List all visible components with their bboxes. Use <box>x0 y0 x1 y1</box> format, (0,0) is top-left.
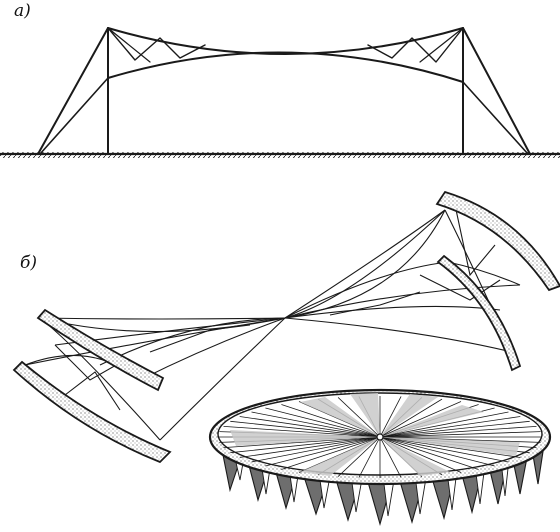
radial-cable <box>230 436 381 454</box>
radial-cable <box>379 416 521 438</box>
radial-cable <box>251 436 381 463</box>
outer-left-arch <box>12 360 172 464</box>
radial-cable <box>379 436 462 473</box>
figure-label-b: б) <box>20 253 38 273</box>
radial-cable <box>379 436 509 463</box>
radial-cable <box>379 426 537 438</box>
radial-cable <box>223 426 381 438</box>
figure-label-a: а) <box>14 1 31 21</box>
upper-right-arch <box>435 190 560 292</box>
radial-cable <box>337 397 381 438</box>
radial-cable <box>281 436 381 470</box>
radial-cable <box>379 398 443 438</box>
radial-cable <box>223 436 381 448</box>
radial-cable <box>230 420 381 438</box>
radial-cable <box>265 407 381 438</box>
left-back-brace <box>39 77 109 155</box>
radial-cable <box>337 436 381 477</box>
radial-cable <box>251 411 381 438</box>
radial-cable <box>379 436 541 443</box>
frame-cable-truss <box>0 27 560 158</box>
radial-cable <box>379 396 402 438</box>
roof-panels <box>230 393 520 476</box>
radial-cable <box>379 436 521 458</box>
right-web-extra <box>419 27 464 63</box>
radial-cable <box>358 436 381 478</box>
radial-cable <box>379 436 495 467</box>
bottom-cable <box>107 51 464 83</box>
right-stay <box>462 27 531 155</box>
right-web-diagonals <box>367 27 464 63</box>
radial-cable <box>379 420 530 438</box>
spatial-cable-system <box>12 190 560 527</box>
radial-cable <box>379 431 541 438</box>
right-back-brace <box>462 81 529 155</box>
inner-left-arch <box>36 308 165 392</box>
radial-cable <box>379 411 509 438</box>
left-web-diagonals <box>107 27 206 61</box>
radial-cable <box>379 436 402 478</box>
central-hub <box>376 433 384 441</box>
inner-right-arch <box>436 254 522 372</box>
radial-cable <box>379 436 479 470</box>
radial-cable <box>379 401 462 438</box>
radial-cable <box>239 436 381 458</box>
radial-cable <box>281 404 381 438</box>
left-stay <box>37 27 109 155</box>
radial-cable <box>265 436 381 467</box>
circular-pavilion <box>208 388 552 527</box>
top-cable <box>107 27 464 55</box>
left-web-extra <box>107 27 151 63</box>
radial-cable <box>239 416 381 438</box>
